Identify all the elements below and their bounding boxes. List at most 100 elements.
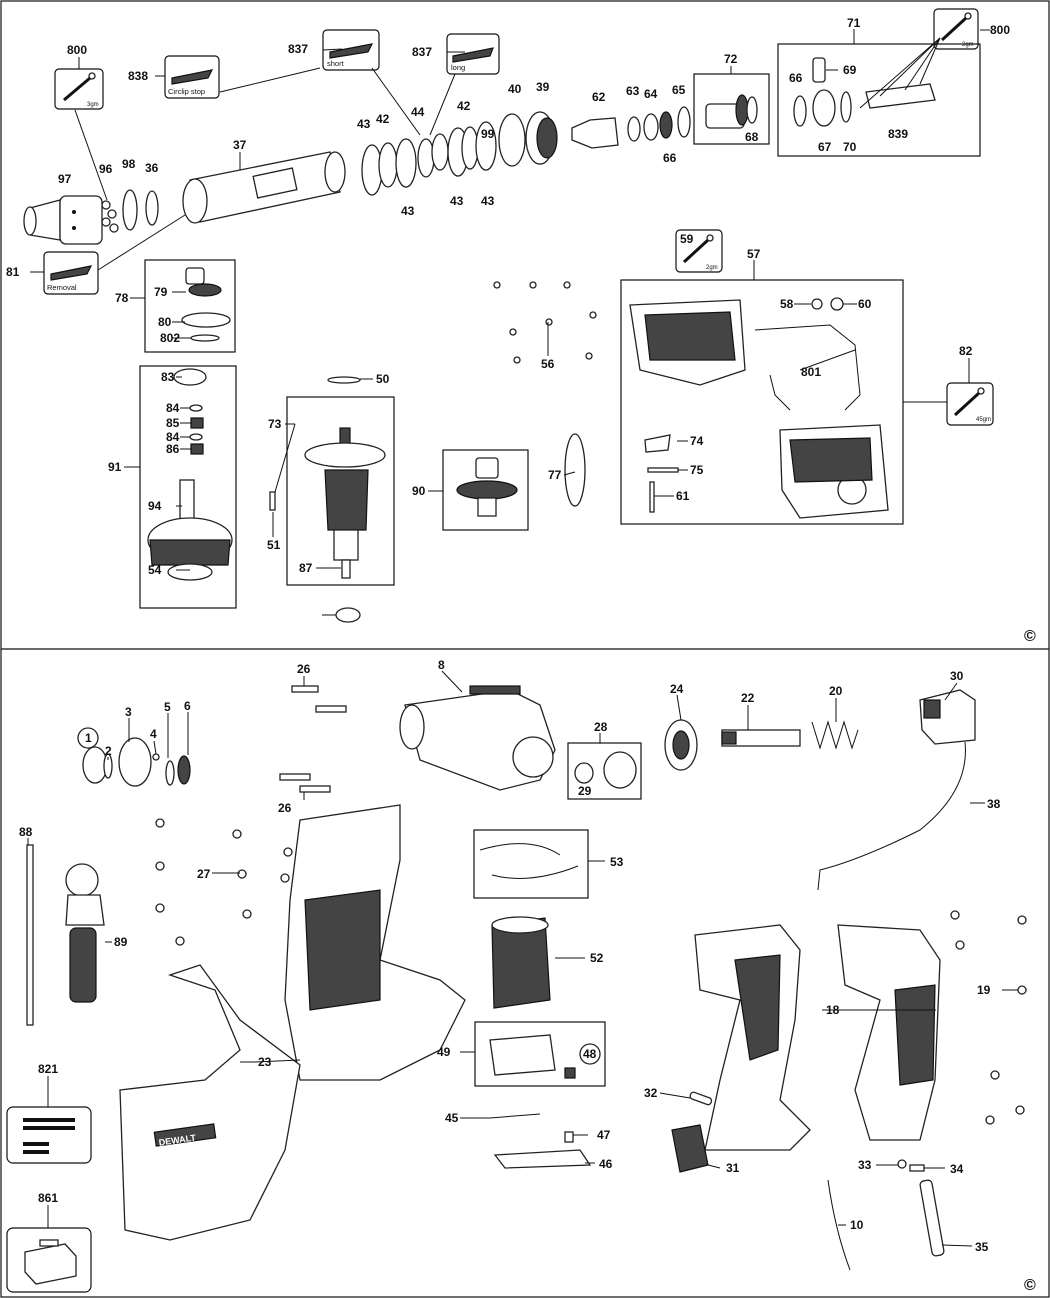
svg-text:short: short bbox=[327, 59, 345, 68]
callout-label: 43 bbox=[450, 194, 464, 208]
callout-label: 84 bbox=[166, 401, 180, 415]
callout-label: 29 bbox=[578, 784, 592, 798]
pinion-assembly-part bbox=[456, 457, 518, 517]
group-box-86 bbox=[139, 365, 237, 609]
screw-set-part bbox=[950, 910, 1027, 1125]
callout-label: 44 bbox=[411, 105, 425, 119]
front-housing-part bbox=[399, 685, 556, 791]
callout-label: 31 bbox=[726, 1161, 740, 1175]
cap-part bbox=[574, 751, 637, 789]
circlip-tool-icon: Circlip stop bbox=[164, 55, 220, 99]
callout-label: 24 bbox=[670, 682, 684, 696]
callout-label: 66 bbox=[663, 151, 677, 165]
washer-part bbox=[811, 298, 823, 310]
callout-label: 46 bbox=[599, 1157, 613, 1171]
svg-text:Circlip stop: Circlip stop bbox=[168, 87, 205, 96]
callout-label: 58 bbox=[780, 297, 794, 311]
leader-lines bbox=[30, 29, 990, 616]
piston-assembly-part bbox=[705, 94, 758, 129]
screw-part bbox=[269, 491, 276, 511]
gearbox-housing-part bbox=[629, 299, 889, 519]
callout-label: 40 bbox=[508, 82, 522, 96]
callout-label: 82 bbox=[959, 344, 973, 358]
callout-label: 80 bbox=[158, 315, 172, 329]
callout-label: 38 bbox=[987, 797, 1001, 811]
callout-label: 837 bbox=[288, 42, 308, 56]
wire-harness-part bbox=[769, 374, 791, 411]
ball-set-part bbox=[101, 200, 119, 233]
guard-part bbox=[479, 843, 579, 879]
svg-text:3gm: 3gm bbox=[87, 102, 99, 108]
callout-label: 67 bbox=[818, 140, 832, 154]
callout-label: 49 bbox=[437, 1045, 451, 1059]
callout-label: 30 bbox=[950, 669, 964, 683]
callout-label: 6 bbox=[184, 699, 191, 713]
bearing-part bbox=[335, 607, 361, 623]
switch-part bbox=[919, 689, 976, 745]
callout-label: 36 bbox=[145, 161, 159, 175]
main-housing-part bbox=[284, 804, 466, 1081]
callout-label: 43 bbox=[401, 204, 415, 218]
screw-part bbox=[279, 685, 347, 793]
callout-label: 69 bbox=[843, 63, 857, 77]
callout-label: 89 bbox=[114, 935, 128, 949]
callout-label: 74 bbox=[690, 434, 704, 448]
callout-label: 32 bbox=[644, 1086, 658, 1100]
callout-label: 56 bbox=[541, 357, 555, 371]
cover-part bbox=[489, 1113, 541, 1119]
callout-label: 47 bbox=[597, 1128, 611, 1142]
cover-part bbox=[493, 1149, 592, 1169]
callout-label: 43 bbox=[481, 194, 495, 208]
callout-label: 37 bbox=[233, 138, 247, 152]
callout-label: 57 bbox=[747, 247, 761, 261]
callout-label: 20 bbox=[829, 684, 843, 698]
grease-tube-icon: 2gm bbox=[933, 8, 979, 50]
callout-label: 78 bbox=[115, 291, 129, 305]
armature-part bbox=[304, 427, 386, 579]
callout-label: 2 bbox=[105, 744, 112, 758]
cable-part bbox=[817, 741, 966, 891]
callout-label: 23 bbox=[258, 1055, 272, 1069]
circlip-tool-icon: Removal bbox=[43, 251, 99, 295]
svg-text:45gm: 45gm bbox=[976, 417, 991, 423]
oring-part bbox=[659, 111, 673, 139]
group-box-28 bbox=[567, 742, 642, 800]
callout-label: 27 bbox=[197, 867, 211, 881]
depth-rod-part bbox=[26, 844, 34, 1026]
callout-label: 71 bbox=[847, 16, 861, 30]
cable-guard-part bbox=[919, 1179, 945, 1257]
callout-label: 10 bbox=[850, 1218, 864, 1232]
callout-label: 18 bbox=[826, 1003, 840, 1017]
callout-label: 3 bbox=[125, 705, 132, 719]
stator-part bbox=[491, 916, 551, 1009]
callout-label: 800 bbox=[990, 23, 1010, 37]
gear-assembly-part bbox=[181, 267, 231, 342]
callout-label: 77 bbox=[548, 468, 562, 482]
gear-part bbox=[525, 111, 558, 165]
oring-part bbox=[327, 376, 361, 384]
callout-label: 1 bbox=[85, 731, 92, 745]
callout-label: 839 bbox=[888, 127, 908, 141]
callout-label: 72 bbox=[724, 52, 738, 66]
callout-label: 35 bbox=[975, 1240, 989, 1254]
callout-label: 61 bbox=[676, 489, 690, 503]
leader-lines bbox=[27, 670, 1018, 1247]
bracket-part bbox=[644, 434, 671, 453]
callout-label: 60 bbox=[858, 297, 872, 311]
callout-label: 75 bbox=[690, 463, 704, 477]
callout-label: 86 bbox=[166, 442, 180, 456]
callout-label: 837 bbox=[412, 45, 432, 59]
callout-label: 39 bbox=[536, 80, 550, 94]
callout-label: 73 bbox=[268, 417, 282, 431]
label-sheet-part bbox=[6, 1106, 92, 1164]
callout-label: 28 bbox=[594, 720, 608, 734]
wobble-assembly-part bbox=[793, 57, 936, 127]
callout-label: 65 bbox=[672, 83, 686, 97]
callout-label: 45 bbox=[445, 1111, 459, 1125]
rear-housing-part: DEWALT bbox=[119, 964, 301, 1241]
screw-set-part bbox=[493, 281, 597, 364]
callout-label: 97 bbox=[58, 172, 72, 186]
carry-case-part bbox=[6, 1227, 92, 1293]
callout-label: 8 bbox=[438, 658, 445, 672]
callout-label: 43 bbox=[357, 117, 371, 131]
